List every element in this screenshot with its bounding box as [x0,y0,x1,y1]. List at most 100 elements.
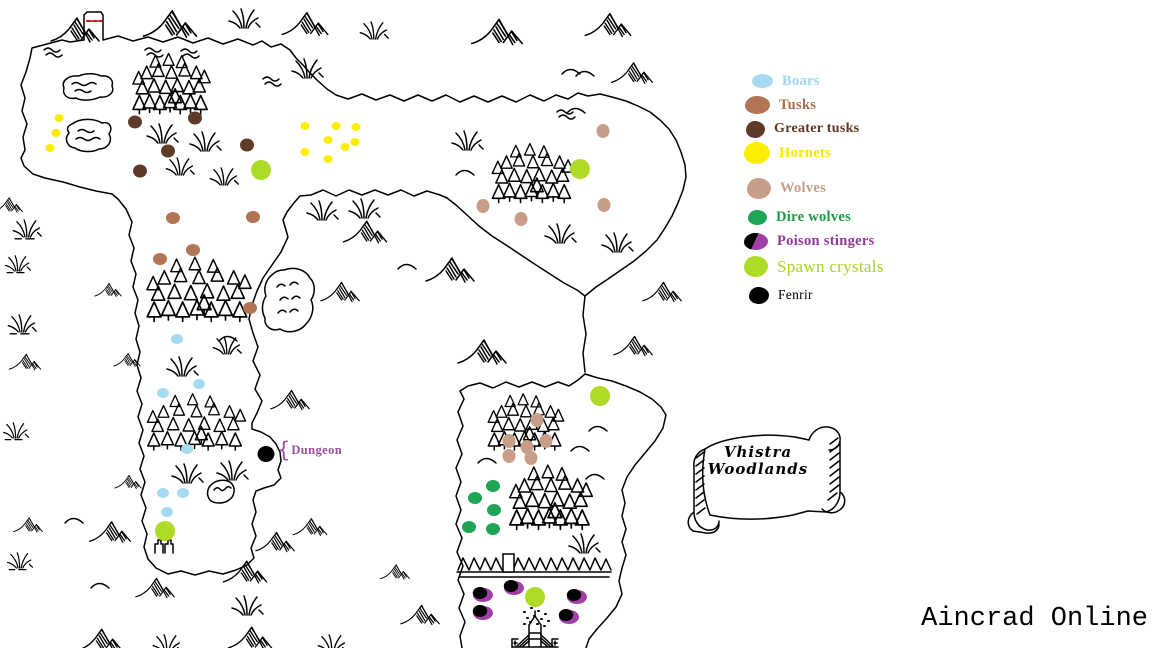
legend-item-wolves: Wolves [747,177,826,199]
spawn-dot-spawn-crystals [590,386,610,406]
tree-icon [495,169,509,184]
grass-icon [359,21,389,40]
pond-ripple [75,128,101,142]
tree-icon [502,416,516,431]
grass-icon [544,223,577,244]
grass-icon [451,130,484,151]
grass-icon [171,463,204,484]
pond [65,118,112,153]
mountain-icon [13,517,43,533]
marsh-icon [8,553,33,570]
tree-icon [532,167,546,182]
region-name: Vhistra Woodlands [698,444,818,478]
tree-icon [557,183,572,204]
legend-swatch-tusks [745,96,770,114]
legend-label-boars: Boars [782,73,820,89]
legend-swatch-wolves [747,177,771,199]
spawn-dot-greater-tusks [128,115,142,129]
spawn-dot-tusks [186,244,200,256]
spawn-dot-hornets [350,138,360,146]
legend-item-tusks: Tusks [745,96,816,114]
spawn-dot-tusks [243,302,257,314]
tree-icon [537,492,553,509]
tree-icon [512,493,528,510]
tree-icon [541,464,555,479]
spawn-dot-tusks [246,211,260,223]
tree-icon [495,404,508,418]
grass-icon [601,232,634,253]
bird-arc-icon [397,263,417,270]
mountain-icon [113,352,141,368]
legend-label-greater-tusks: Greater tusks [774,121,860,136]
spawn-dot-boars [157,388,169,398]
legend-item-greater-tusks: Greater tusks [746,120,860,138]
tree-icon [157,269,172,285]
tree-icon [160,299,177,321]
dungeon-label: { Dungeon [277,440,342,461]
mountain-icon [342,220,388,244]
spawn-dot-wolves [530,413,544,427]
water-ripple-icon [262,76,282,87]
tree-icon [513,417,527,432]
grass-icon [146,123,179,144]
mountain-icon [457,339,507,365]
legend-item-hornets: Hornets [744,142,831,164]
tree-icon [193,94,208,115]
tree-icon [189,65,203,80]
mountain-icon [380,564,410,580]
water-ripple-icon [144,47,164,58]
tree-icon [230,283,246,300]
tree-icon [549,490,565,507]
legend-label-poison-stingers: Poison stingers [777,232,875,249]
grass-icon [291,58,324,79]
tree-icon [213,418,227,433]
spawn-dot-hornets [323,155,333,163]
spawn-dot-hornets [300,148,310,156]
tree-icon [226,416,240,431]
spawn-dot-wolves [476,199,490,213]
grass-icon [212,336,242,355]
grass-icon [165,157,195,176]
coastline-lower [455,373,667,648]
spawn-dot-poison-stingers-dark [472,587,488,599]
game-title-watermark: Aincrad Online [921,604,1148,634]
tree-icon [162,52,175,66]
tree-icon [553,155,566,169]
marsh-icon [13,220,41,239]
legend-item-fenrir: Fenrir [749,286,813,304]
dungeon-brace: { [277,438,291,462]
tree-icon [217,299,234,321]
spawn-dot-poison-stingers-dark [558,609,574,621]
legend-swatch-boars [752,74,773,89]
tree-icon [151,63,165,78]
legend-swatch-spawn-crystals [744,255,768,277]
tree-icon [532,402,546,416]
mountain-icon [227,626,273,648]
tree-icon [500,155,513,169]
region-name-line2: Woodlands [707,460,809,478]
tree-icon [167,283,182,300]
bird-arc-icon [64,517,84,524]
tree-icon [558,474,572,490]
tree-icon [140,65,154,80]
tree-icon [508,509,525,531]
mountain-icon [114,474,142,490]
tree-icon [147,432,161,451]
tree-icon [188,256,202,271]
mountain-icon [135,577,175,599]
legend-item-dire-wolves: Dire wolves [748,209,851,225]
legend-label-spawn-crystals: Spawn crystals [777,256,884,276]
bird-arc-icon [566,107,586,114]
mountain-icon [270,389,310,411]
mountain-icon [77,628,123,648]
fence-gate-post [502,553,515,573]
water-ripple-icon [43,47,63,58]
spawn-dot-tusks [153,253,167,265]
spawn-dot-hornets [340,143,350,151]
grass-icon [228,8,261,29]
legend-swatch-poison-stingers [744,232,768,250]
legend-swatch-greater-tusks [746,120,765,138]
grass-icon [189,131,222,152]
tree-icon [526,154,540,169]
